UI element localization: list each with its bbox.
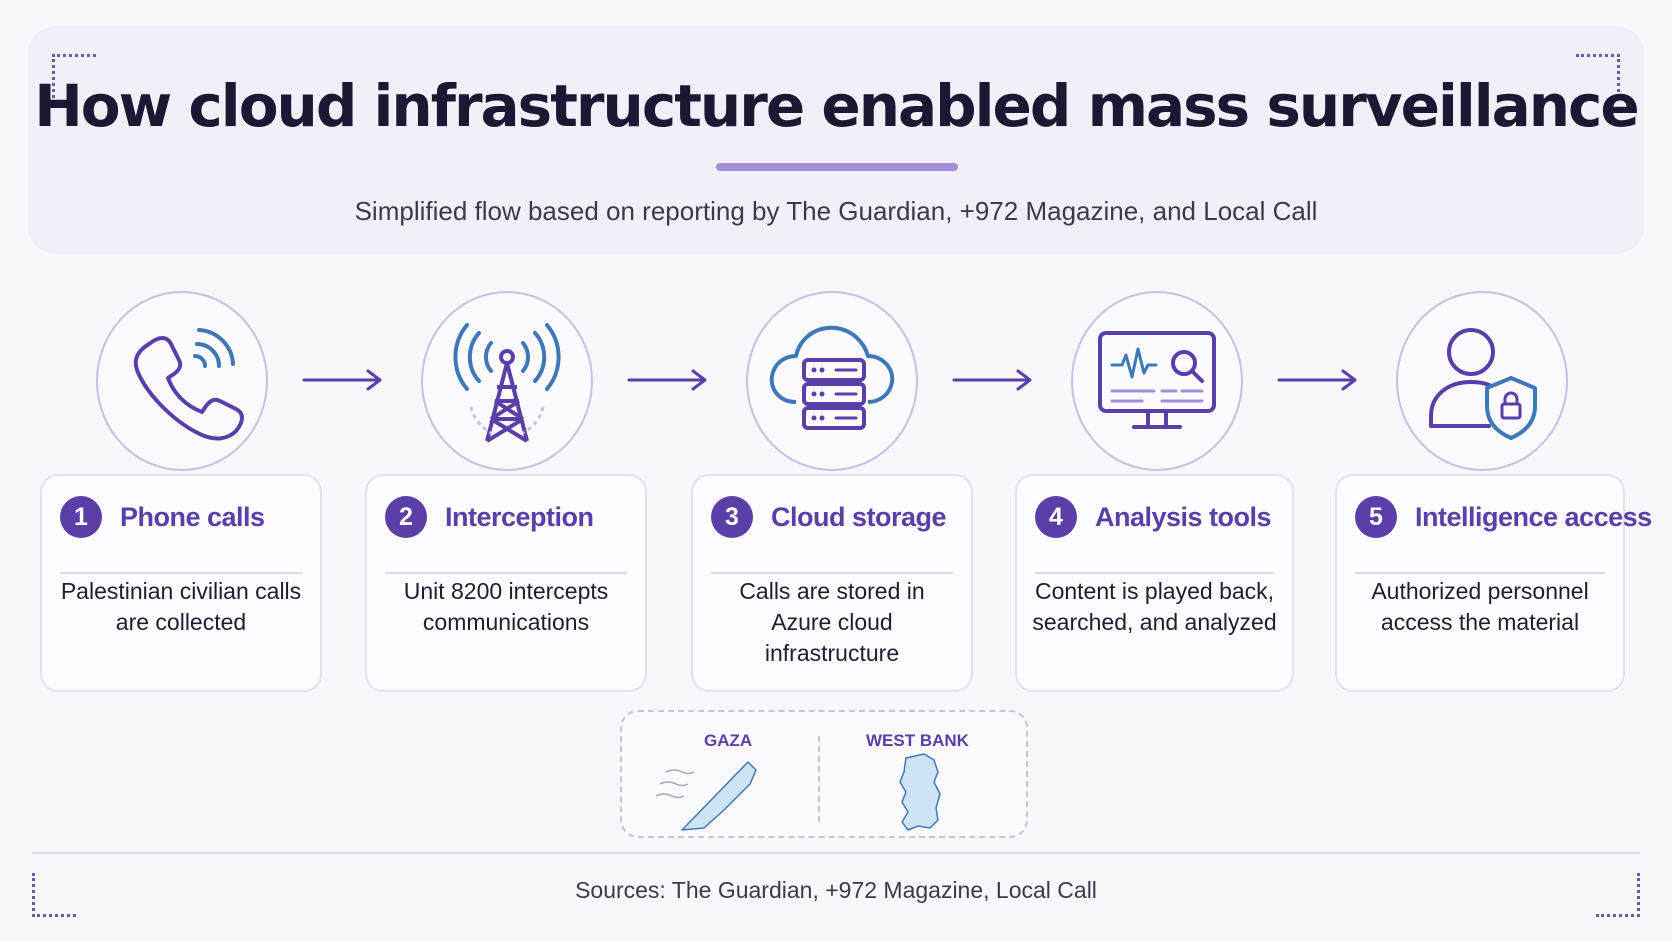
title-underline (716, 163, 958, 171)
arrow-right-icon (1277, 369, 1357, 391)
step-description: Calls are stored in Azure cloud infrastr… (739, 578, 925, 666)
step-title: Analysis tools (1095, 502, 1272, 532)
step-title: Intelligence access (1415, 502, 1652, 532)
corner-decoration-bottom-right (1596, 873, 1640, 917)
corner-decoration-bottom-left (32, 873, 76, 917)
header-panel (28, 26, 1644, 254)
step-number-badge: 1 (60, 496, 102, 538)
step-card-header: 4 Analysis tools (1035, 496, 1274, 574)
map-divider (818, 736, 820, 822)
step-title: Interception (445, 502, 594, 532)
step-card-header: 1 Phone calls (60, 496, 302, 574)
step-number-badge: 5 (1355, 496, 1397, 538)
step-card-analysis-tools: 4 Analysis tools Content is played back,… (1015, 474, 1294, 692)
step-description: Authorized personnel access the material (1371, 578, 1589, 635)
step-card-phone-calls: 1 Phone calls Palestinian civilian calls… (40, 474, 322, 692)
arrow-right-icon (302, 369, 382, 391)
monitor-search-icon (1071, 291, 1243, 471)
footer-divider (32, 852, 1640, 854)
phone-icon (96, 291, 268, 471)
step-number-badge: 3 (711, 496, 753, 538)
corner-decoration-top-right (1576, 54, 1620, 98)
page-subtitle: Simplified flow based on reporting by Th… (354, 196, 1318, 226)
step-card-intelligence-access: 5 Intelligence access Authorized personn… (1335, 474, 1652, 692)
west-bank-map-icon (899, 753, 941, 831)
step-card-header: 2 Interception (385, 496, 627, 574)
step-card-interception: 2 Interception Unit 8200 intercepts comm… (365, 474, 647, 692)
step-number-badge: 4 (1035, 496, 1077, 538)
gaza-map-icon (655, 761, 757, 831)
step-card-header: 5 Intelligence access (1355, 496, 1652, 574)
arrow-right-icon (627, 369, 707, 391)
step-description: Content is played back, searched, and an… (1032, 578, 1277, 635)
map-panel: GAZA WEST BANK (620, 710, 1028, 838)
west-bank-label: WEST BANK (866, 731, 969, 750)
step-number-badge: 2 (385, 496, 427, 538)
arrow-right-icon (952, 369, 1032, 391)
radio-tower-icon (421, 291, 593, 471)
step-card-header: 3 Cloud storage (711, 496, 953, 574)
step-title: Cloud storage (771, 502, 947, 532)
page-title: How cloud infrastructure enabled mass su… (34, 72, 1639, 140)
sources-text: Sources: The Guardian, +972 Magazine, Lo… (575, 877, 1097, 903)
step-description: Unit 8200 intercepts communications (403, 578, 609, 635)
gaza-label: GAZA (704, 731, 753, 750)
user-shield-icon (1396, 291, 1568, 471)
step-title: Phone calls (120, 502, 265, 532)
corner-decoration-top-left (52, 54, 96, 98)
step-card-cloud-storage: 3 Cloud storage Calls are stored in Azur… (691, 474, 973, 692)
cloud-server-icon (746, 291, 918, 471)
step-description: Palestinian civilian calls are collected (60, 578, 302, 635)
